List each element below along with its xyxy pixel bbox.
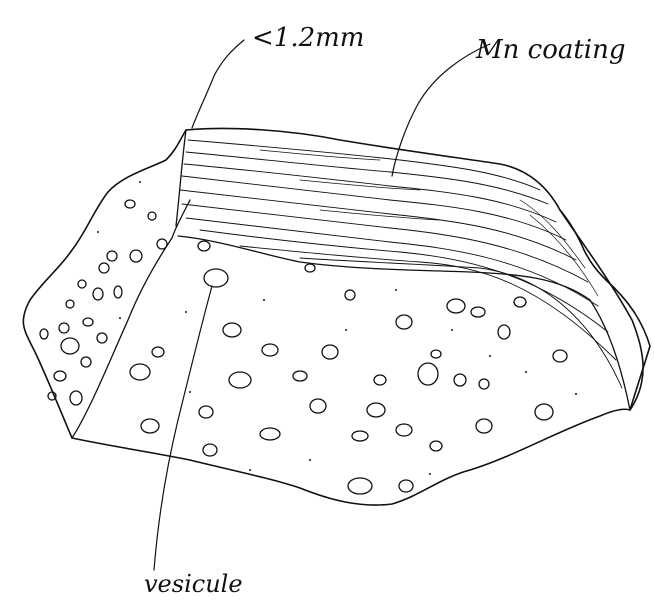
vesicle-hole <box>498 325 510 339</box>
thickness-leader-line <box>192 40 244 128</box>
vesicles <box>40 200 567 494</box>
vesicle-hole <box>152 347 164 357</box>
vesicle-hole <box>66 300 74 308</box>
vesicle-hole <box>61 338 79 354</box>
vesicle-hole <box>418 363 438 385</box>
vesicle-hole <box>114 286 122 298</box>
vesicle-hole <box>40 329 48 339</box>
vesicle-hole <box>310 399 326 413</box>
vesicle-hole <box>125 200 135 208</box>
vesicle-hole <box>476 419 492 433</box>
thickness-label: <1.2mm <box>252 23 364 53</box>
vesicle-label: vesicule <box>144 570 243 598</box>
vesicle-hole <box>223 323 241 337</box>
coating-hatch-3 <box>184 164 556 222</box>
vesicle-hole <box>348 478 372 494</box>
vesicle-hole <box>70 391 82 405</box>
vesicle-hole <box>130 250 142 262</box>
vesicle-hole <box>141 419 159 433</box>
vesicle-hole <box>305 264 315 272</box>
vesicle-hole <box>471 307 485 317</box>
coating-hatch-7 <box>186 218 598 306</box>
vesicle-hole <box>229 372 251 388</box>
vesicle-hole <box>352 431 368 441</box>
vesicle-hole <box>54 371 66 381</box>
vesicle-hole <box>345 290 355 300</box>
vesicle-hole <box>78 280 86 288</box>
vesicle-hole <box>430 441 442 451</box>
vesicle-hole <box>293 371 307 381</box>
vesicle-hole <box>399 480 413 492</box>
rock-top-edge <box>178 236 630 410</box>
vesicle-hole <box>157 239 167 249</box>
rock-face-edge <box>72 200 190 438</box>
vesicle-hole <box>204 269 228 287</box>
vesicle-hole <box>81 357 91 367</box>
vesicle-hole <box>59 323 69 333</box>
vesicle-hole <box>130 364 150 380</box>
coating-hatch-4 <box>182 176 566 240</box>
vesicle-hole <box>97 333 107 343</box>
vesicle-hole <box>199 406 213 418</box>
vesicle-hole <box>367 403 385 417</box>
vesicle-hole <box>262 344 278 356</box>
vesicle-hole <box>198 241 210 251</box>
vesicle-hole <box>535 404 553 420</box>
vesicle-hole <box>514 297 526 307</box>
rock-outline <box>23 130 650 505</box>
vesicle-hole <box>431 350 441 358</box>
vesicle-hole <box>83 318 93 326</box>
vesicle-hole <box>479 379 489 389</box>
coating-label: Mn coating <box>475 35 626 65</box>
vesicle-hole <box>447 299 465 313</box>
coating-hatch-2 <box>186 152 548 204</box>
vesicle-hole <box>454 374 466 386</box>
vesicle-hole <box>148 212 156 220</box>
coating-hatch-5 <box>180 190 576 260</box>
vesicle-hole <box>396 424 412 436</box>
vesicle-hole <box>203 444 217 456</box>
vesicle-hole <box>553 350 567 362</box>
coating-hatch-10 <box>300 258 622 388</box>
vesicle-hole <box>107 251 117 261</box>
mn-coating-layer <box>176 128 643 410</box>
vesicle-hole <box>374 375 386 385</box>
vesicle-hole <box>396 315 412 329</box>
stipple-texture <box>97 181 577 475</box>
vesicle-hole <box>322 345 338 359</box>
vesicle-leader-line <box>154 286 212 570</box>
vesicle-hole <box>99 263 109 273</box>
vesicle-hole <box>93 288 103 300</box>
vesicle-hole <box>260 428 280 440</box>
